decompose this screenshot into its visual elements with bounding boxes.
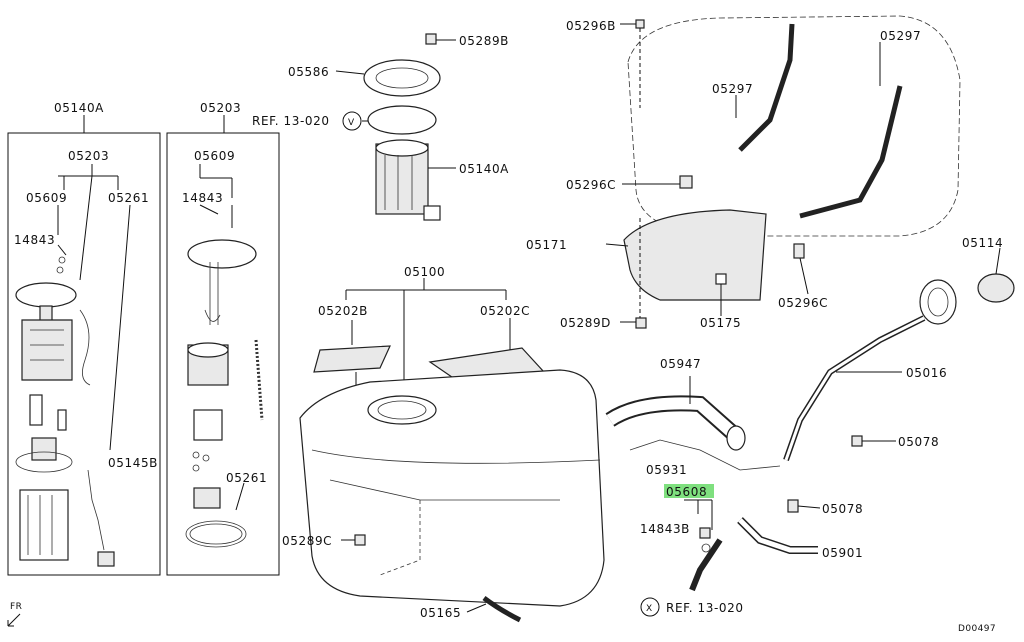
- label-05289B: 05289B: [459, 34, 509, 48]
- label-05140A-main: 05140A: [459, 162, 509, 176]
- label-05609-left: 05609: [26, 191, 67, 205]
- label-05289C: 05289C: [282, 534, 332, 548]
- label-05296C-left: 05296C: [566, 178, 616, 192]
- ref-v-marker: [342, 111, 362, 131]
- tank-straps-assembly: [605, 15, 961, 329]
- label-05100: 05100: [404, 265, 445, 279]
- filler-neck-assembly: [605, 247, 1015, 592]
- pump-assembly-center: [335, 33, 456, 221]
- label-ref-x: REF. 13-020: [666, 601, 744, 615]
- label-05947: 05947: [660, 357, 701, 371]
- ref-x-marker: [640, 597, 660, 617]
- label-05203-left: 05203: [68, 149, 109, 163]
- label-05202C: 05202C: [480, 304, 530, 318]
- label-diagram-code: D00497: [958, 624, 996, 634]
- label-05175: 05175: [700, 316, 741, 330]
- label-05901: 05901: [822, 546, 863, 560]
- fuel-pump-module-box-right: [166, 115, 280, 576]
- label-ref-v: REF. 13-020: [252, 114, 330, 128]
- label-fr: FR: [10, 602, 22, 612]
- highlight-05608: [664, 484, 714, 498]
- label-05261-left: 05261: [108, 191, 149, 205]
- label-05608: 05608: [666, 485, 707, 499]
- label-05165: 05165: [420, 606, 461, 620]
- label-14843B: 14843B: [640, 522, 690, 536]
- label-05202B: 05202B: [318, 304, 368, 318]
- label-v: V: [348, 118, 355, 128]
- label-05145B: 05145B: [108, 456, 158, 470]
- label-05297-top: 05297: [880, 29, 921, 43]
- label-14843-left: 14843: [14, 233, 55, 247]
- label-05609-right: 05609: [194, 149, 235, 163]
- label-05586: 05586: [288, 65, 329, 79]
- label-05078-top: 05078: [898, 435, 939, 449]
- label-05203-box: 05203: [200, 101, 241, 115]
- label-05296B: 05296B: [566, 19, 616, 33]
- label-05078-bottom: 05078: [822, 502, 863, 516]
- label-05140A-box: 05140A: [54, 101, 104, 115]
- label-05261-right: 05261: [226, 471, 267, 485]
- label-05296C-right: 05296C: [778, 296, 828, 310]
- label-05297-mid: 05297: [712, 82, 753, 96]
- label-14843-right: 14843: [182, 191, 223, 205]
- label-x: X: [646, 604, 653, 614]
- label-05016: 05016: [906, 366, 947, 380]
- label-05289D: 05289D: [560, 316, 611, 330]
- label-05171: 05171: [526, 238, 567, 252]
- label-05114: 05114: [962, 236, 1003, 250]
- front-arrow-icon: [7, 613, 21, 627]
- label-05931: 05931: [646, 463, 687, 477]
- fuel-pump-module-box-left: [7, 115, 161, 576]
- fuel-tank: [299, 278, 605, 623]
